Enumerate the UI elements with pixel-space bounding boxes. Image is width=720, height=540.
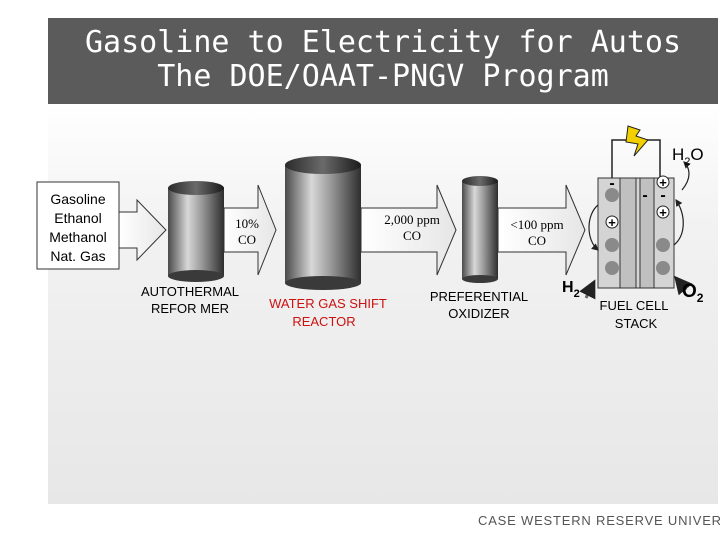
minus-sign: - [609, 175, 614, 192]
autothermal-label: REFOR MER [151, 301, 229, 316]
fuel-label: Ethanol [54, 210, 101, 226]
co-value: 10% [235, 216, 259, 231]
autothermal-label: AUTOTHERMAL [141, 284, 239, 299]
plus-sign: + [608, 215, 616, 230]
minus-sign: - [642, 187, 647, 204]
fuel-label: Nat. Gas [50, 248, 105, 264]
oxygen-arrow [674, 275, 693, 296]
university-footer: CASE WESTERN RESERVE UNIVERSITY [478, 513, 720, 528]
co-unit: CO [528, 233, 546, 248]
preferential-oxidizer-cylinder [462, 176, 498, 283]
preferential-oxidizer-label: PREFERENTIAL [430, 289, 528, 304]
autothermal-reformer-cylinder [168, 181, 224, 282]
fuel-cell-stack [588, 139, 691, 289]
water-gas-shift-cylinder [285, 156, 361, 290]
minus-sign: - [660, 187, 665, 204]
fuel-cell-label: FUEL CELL [600, 298, 669, 313]
oxygen-label: O2 [682, 281, 704, 305]
hydrogen-label: H2 [562, 279, 580, 300]
co-unit: CO [238, 232, 256, 247]
water-label: H2O [672, 145, 704, 168]
co-value: <100 ppm [510, 217, 563, 232]
lightning-bolt-icon [625, 125, 649, 157]
plus-sign: + [659, 205, 667, 220]
fuel-flow-arrow [118, 198, 167, 262]
title-banner: Gasoline to Electricity for Autos The DO… [48, 18, 718, 104]
fuel-cell-label: STACK [615, 316, 658, 331]
co-2000-ppm-arrow [360, 184, 457, 276]
fuel-input-box: Gasoline Ethanol Methanol Nat. Gas [36, 181, 120, 270]
fuel-label: Gasoline [50, 191, 105, 207]
diagram-panel [48, 104, 718, 504]
co-100-ppm-arrow [497, 184, 586, 276]
co-value: 2,000 ppm [384, 212, 440, 227]
title-line-2: The DOE/OAAT-PNGV Program [157, 59, 609, 94]
preferential-oxidizer-label: OXIDIZER [448, 306, 509, 321]
fuel-label: Methanol [49, 229, 107, 245]
plus-sign: + [659, 175, 667, 190]
water-gas-shift-label: REACTOR [292, 314, 355, 329]
co-10-percent-arrow [223, 184, 277, 276]
water-gas-shift-label: WATER GAS SHIFT [269, 296, 387, 311]
title-line-1: Gasoline to Electricity for Autos [84, 25, 682, 60]
co-unit: CO [403, 228, 421, 243]
hydrogen-arrow [579, 279, 596, 300]
